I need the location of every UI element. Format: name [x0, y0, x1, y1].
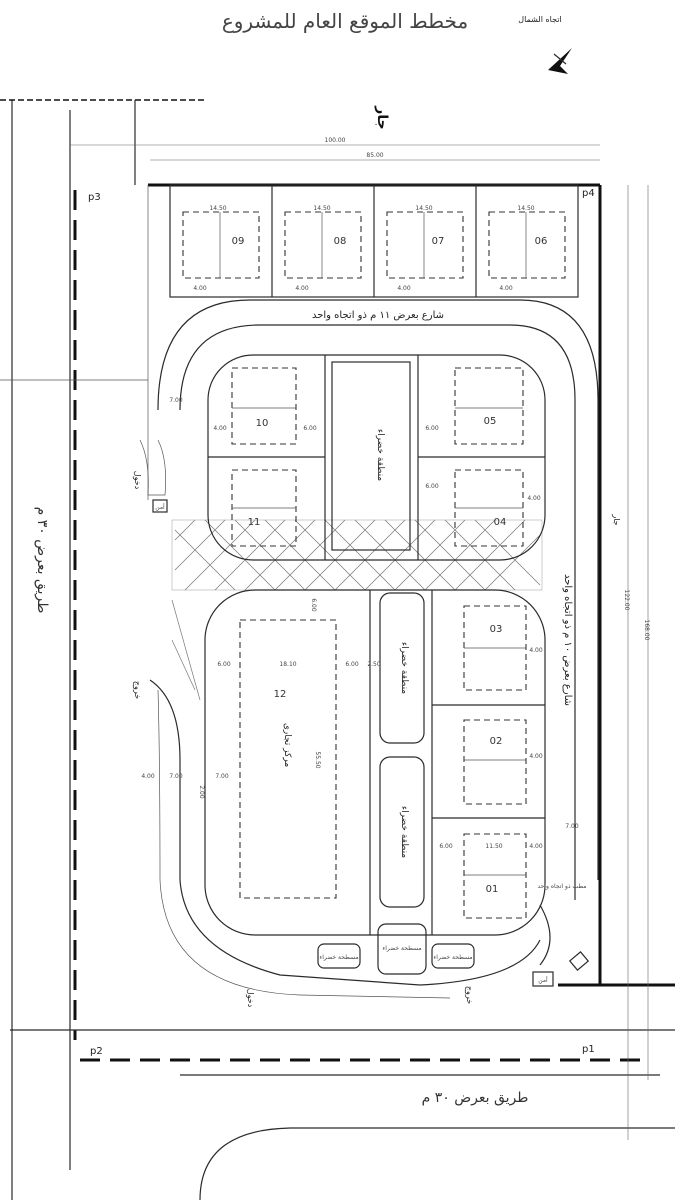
corner-p2: p2 [90, 1046, 103, 1057]
dim-inner-height: 122.00 [623, 590, 630, 611]
dim-plot-w-06: 14.50 [517, 205, 534, 212]
plot-10-number: 10 [256, 418, 269, 429]
plot-06-number: 06 [535, 236, 548, 247]
dim-b-green-h: 2.00 [198, 785, 205, 799]
green-pocket-2: مسطحة خضراء [382, 945, 421, 952]
dim-inner-width: 85.00 [366, 152, 383, 159]
entry-south: دخول [246, 989, 255, 1008]
dim-b-plot-inner: 11.50 [485, 843, 502, 850]
top-dimension-lines [70, 144, 600, 161]
plot-03[interactable] [463, 605, 527, 691]
plot-09[interactable] [182, 211, 260, 279]
plot-04[interactable] [454, 469, 524, 547]
hatched-paving [171, 519, 543, 701]
commercial-center-plot[interactable] [239, 619, 337, 899]
corner-p3: p3 [88, 192, 101, 203]
plot-08[interactable] [284, 211, 362, 279]
block-a-green-label: منطقة خضراء [375, 429, 385, 481]
dim-setback-top-07: 4.00 [397, 285, 411, 292]
plot-09-number: 09 [232, 236, 245, 247]
dim-commercial-w: 18.10 [279, 661, 296, 668]
west-road-label: طريق بعرض ٣٠ م [34, 507, 50, 614]
dim-b-setback-1: 6.00 [217, 661, 231, 668]
dim-setback-top-09: 4.00 [193, 285, 207, 292]
north-arrow-icon [548, 48, 572, 74]
dim-a-lane: 7.00 [169, 397, 183, 404]
exit-south: خروج [465, 986, 474, 1004]
guard-south-east: أمن [538, 976, 548, 984]
commercial-label: مركز تجارى [282, 723, 292, 768]
green-pocket-3: مسطحة خضراء [433, 954, 472, 961]
block-b [204, 589, 546, 936]
plot-11-number: 11 [248, 517, 261, 528]
dim-plot-w-09: 14.50 [209, 205, 226, 212]
dim-b-lane-1: 4.00 [141, 773, 155, 780]
block-b-green-label-2: منطقة خضراء [399, 806, 409, 858]
north-arrow-label: اتجاه الشمال [518, 15, 561, 24]
plot-05-number: 05 [484, 416, 497, 427]
plot-02[interactable] [463, 719, 527, 805]
dim-a-setback-3: 6.00 [425, 425, 439, 432]
dim-b-setback-2: 6.00 [345, 661, 359, 668]
south-road [10, 1029, 675, 1200]
dim-plot-w-07: 14.50 [415, 205, 432, 212]
dim-a-setback-2: 6.00 [303, 425, 317, 432]
dim-b-setback-top: 6.00 [310, 598, 317, 612]
dim-setback-top-08: 4.00 [295, 285, 309, 292]
dim-a-setback-1: 4.00 [213, 425, 227, 432]
entry-west: دخول [133, 471, 142, 490]
dim-b-setback-6: 4.00 [529, 843, 543, 850]
plot-08-number: 08 [334, 236, 347, 247]
plot-06[interactable] [488, 211, 566, 279]
dim-b-setback-3: 6.00 [439, 843, 453, 850]
dim-a-setback-5: 4.00 [527, 495, 541, 502]
plot-04-number: 04 [494, 517, 507, 528]
right-dimension-lines [627, 185, 649, 1140]
corner-p1: p1 [582, 1044, 595, 1055]
west-road [0, 99, 205, 1200]
guard-west: أمن [155, 503, 165, 511]
dim-setback-top-06: 4.00 [499, 285, 513, 292]
dim-b-lane-2: 7.00 [169, 773, 183, 780]
plot-03-number: 03 [490, 624, 503, 635]
plot-11[interactable] [231, 469, 297, 547]
block-b-green-label-1: منطقة خضراء [399, 642, 409, 694]
plan-title: مخطط الموقع العام للمشروع [222, 9, 468, 33]
plot-10[interactable] [231, 367, 297, 445]
south-east-gate [532, 951, 590, 987]
bottom-green-pockets [317, 923, 475, 975]
plot-02-number: 02 [490, 736, 503, 747]
one-way-note: مطب ذو اتجاه واحد [538, 883, 587, 890]
plot-07[interactable] [386, 211, 464, 279]
block-a [207, 354, 546, 561]
plot-05[interactable] [454, 367, 524, 445]
internal-ring-road [149, 299, 599, 999]
dim-a-setback-4: 6.00 [425, 483, 439, 490]
top-plot-row [169, 184, 579, 298]
north-street-label: شارع بعرض ١١ م ذو اتجاه واحد [312, 310, 444, 321]
east-street-label: شارع بعرض ١٠ م ذو اتجاه واحد [562, 574, 573, 706]
west-gate [139, 439, 168, 513]
south-road-label: طريق بعرض ٣٠ م [422, 1090, 529, 1106]
dim-b-gap: 2.50 [367, 661, 381, 668]
corner-p4: p4 [582, 188, 595, 199]
plot-01-number: 01 [486, 884, 499, 895]
commercial-number: 12 [274, 689, 287, 700]
green-pocket-1: مسطحة خضراء [319, 954, 358, 961]
dim-total-height: 168.00 [643, 620, 650, 641]
neighbor-north: جار [374, 105, 390, 129]
dim-total-width: 100.00 [325, 137, 346, 144]
dim-commercial-h: 55.50 [314, 751, 321, 768]
dim-b-lane-east: 7.00 [565, 823, 579, 830]
site-boundary [147, 183, 675, 987]
dim-b-lane-3: 7.00 [215, 773, 229, 780]
neighbor-east: جار [612, 513, 621, 525]
dim-plot-w-08: 14.50 [313, 205, 330, 212]
dim-b-setback-5: 4.00 [529, 753, 543, 760]
exit-west: خروج [133, 681, 142, 699]
dim-b-setback-4: 4.00 [529, 647, 543, 654]
plot-07-number: 07 [432, 236, 445, 247]
plot-01[interactable] [463, 833, 527, 919]
